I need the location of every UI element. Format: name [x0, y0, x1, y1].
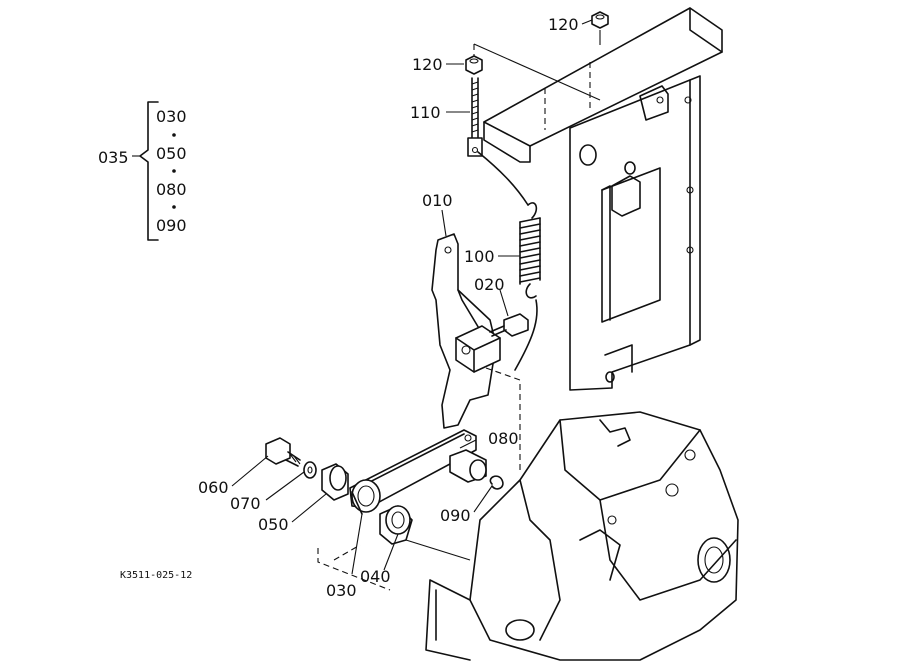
spring-hook-lower: [514, 299, 538, 371]
group-brace-035: [132, 101, 176, 241]
lever-bracket-010: [431, 233, 497, 429]
leader-lines: [231, 19, 593, 575]
axis-line-beam: [473, 43, 601, 101]
nut-120-top: [591, 11, 609, 45]
eye-bolt-110: [467, 77, 483, 157]
callout-070: 070: [230, 494, 261, 513]
mounting-plate: [569, 75, 701, 391]
tension-spring-100: [519, 202, 541, 299]
callout-120-top: 120: [548, 15, 579, 34]
axis-line-sleeve: [405, 539, 471, 561]
washer-070: [303, 461, 317, 479]
group-member-030: 030: [156, 107, 187, 126]
callout-030: 030: [326, 581, 357, 600]
nut-120-left: [465, 55, 483, 75]
clamp-block: [455, 325, 501, 373]
group-member-080: 080: [156, 180, 187, 199]
spring-hook-upper: [477, 151, 529, 206]
lower-lever-arm: [349, 429, 477, 509]
bushing-050: [321, 463, 349, 501]
circlip-090: [489, 475, 504, 490]
axis-line-clamp: [485, 367, 521, 470]
screw-020: [489, 313, 529, 337]
transmission-housing: [425, 411, 739, 661]
callout-040: 040: [360, 567, 391, 586]
callout-100: 100: [464, 247, 495, 266]
axis-line-collar: [333, 544, 361, 561]
group-member-090: 090: [156, 216, 187, 235]
callout-080: 080: [488, 429, 519, 448]
callout-120-left: 120: [412, 55, 443, 74]
callout-110: 110: [410, 103, 441, 122]
callout-010: 010: [422, 191, 453, 210]
group-bracket-030: [317, 548, 391, 591]
callout-060: 060: [198, 478, 229, 497]
group-member-050: 050: [156, 144, 187, 163]
upper-bracket-beam: [483, 7, 723, 163]
callout-020: 020: [474, 275, 505, 294]
bolt-060: [265, 437, 301, 467]
collar-030: [351, 479, 381, 515]
drawing-code: K3511-025-12: [120, 570, 192, 581]
callout-050: 050: [258, 515, 289, 534]
callout-090: 090: [440, 506, 471, 525]
group-label-035: 035: [98, 148, 129, 167]
pin-080: [449, 449, 487, 483]
